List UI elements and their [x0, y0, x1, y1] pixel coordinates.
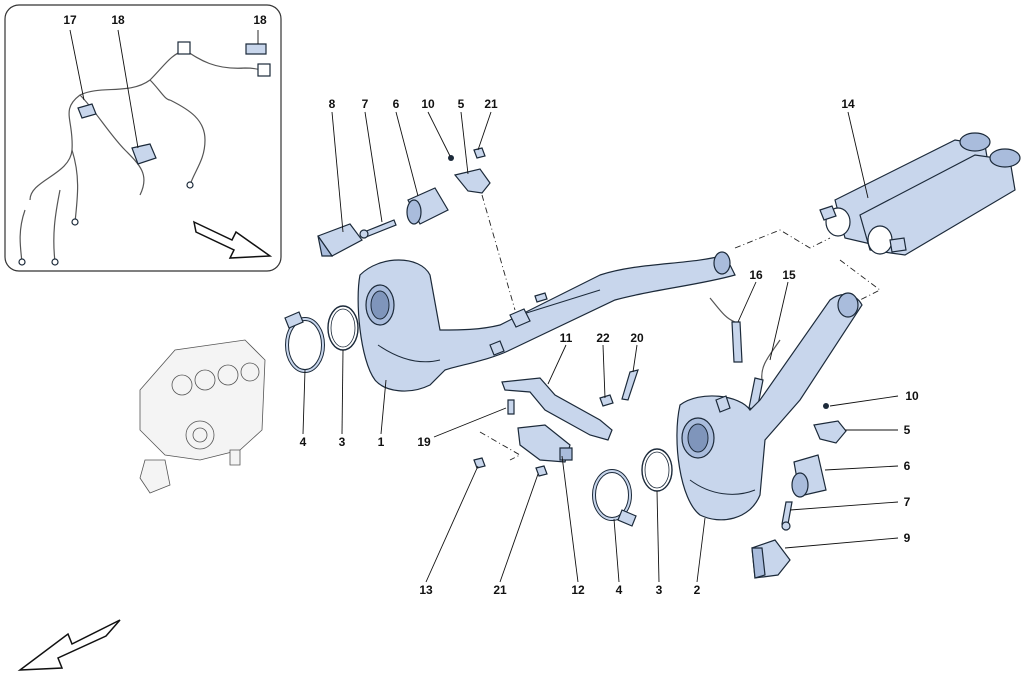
- callout-13: 13: [419, 583, 433, 597]
- callout-18-right: 18: [253, 13, 267, 27]
- bolt-7-right: [781, 501, 793, 531]
- catalytic-converter-2: [676, 292, 863, 521]
- nut-21-lower: [535, 465, 548, 477]
- heat-shield-9: [751, 539, 791, 579]
- callout-8: 8: [329, 97, 336, 111]
- callout-19: 19: [417, 435, 431, 449]
- gasket-ring-lower: [641, 448, 673, 492]
- sensor-wiring-harness: [18, 41, 271, 266]
- sleeve-6-right: [791, 454, 827, 498]
- washer-22: [599, 394, 614, 407]
- callout-17: 17: [63, 13, 77, 27]
- rear-silencer-14: [819, 132, 1021, 256]
- callout-labels: 8 7 6 10 5 21 14 16 15 11 22 20 10 5 6 7…: [63, 13, 919, 597]
- engine-block: [139, 339, 266, 494]
- oxygen-sensor-16: [709, 297, 743, 363]
- callout-6-right: 6: [904, 459, 911, 473]
- gasket-ring: [327, 305, 359, 351]
- callout-6: 6: [393, 97, 400, 111]
- nut-13: [473, 457, 486, 469]
- callout-9: 9: [904, 531, 911, 545]
- catalytic-converter-1: [357, 251, 736, 392]
- inset-panel: [4, 4, 282, 272]
- callout-10-right: 10: [905, 389, 919, 403]
- callout-12: 12: [571, 583, 585, 597]
- callout-4: 4: [300, 435, 307, 449]
- callout-14: 14: [841, 97, 855, 111]
- clamp-band: [284, 311, 325, 373]
- callout-16: 16: [749, 268, 763, 282]
- callout-21-lower: 21: [493, 583, 507, 597]
- callout-21: 21: [484, 97, 498, 111]
- callout-15: 15: [782, 268, 796, 282]
- bracket-5: [453, 168, 491, 194]
- leader-lines: [302, 111, 899, 583]
- callout-2: 2: [694, 583, 701, 597]
- direction-arrow-icon: [192, 220, 273, 259]
- bolt-7: [359, 219, 397, 239]
- clamp-band-lower: [592, 469, 637, 527]
- nut-21: [473, 147, 486, 159]
- harness-bracket: [245, 43, 267, 55]
- callout-18: 18: [111, 13, 125, 27]
- direction-arrow-icon: [17, 619, 121, 671]
- heat-shield-8: [317, 223, 363, 257]
- bolt-20: [621, 369, 639, 401]
- callout-5-right: 5: [904, 423, 911, 437]
- callout-22: 22: [596, 331, 610, 345]
- callout-1: 1: [378, 435, 385, 449]
- callout-7-right: 7: [904, 495, 911, 509]
- bracket-5-right: [813, 420, 847, 444]
- callout-20: 20: [630, 331, 644, 345]
- callout-5: 5: [458, 97, 465, 111]
- bracket-11: [501, 377, 613, 441]
- bolt-19: [507, 399, 515, 415]
- harness-bracket: [131, 143, 157, 165]
- sleeve-6: [406, 187, 449, 225]
- nut-10: [448, 155, 454, 161]
- callout-7: 7: [362, 97, 369, 111]
- nut-10-right: [823, 403, 829, 409]
- callout-3: 3: [339, 435, 346, 449]
- callout-4-lower: 4: [616, 583, 623, 597]
- callout-11: 11: [560, 331, 573, 345]
- harness-bracket: [77, 103, 97, 119]
- callout-3-lower: 3: [656, 583, 663, 597]
- bracket-12: [517, 424, 573, 463]
- callout-10: 10: [421, 97, 435, 111]
